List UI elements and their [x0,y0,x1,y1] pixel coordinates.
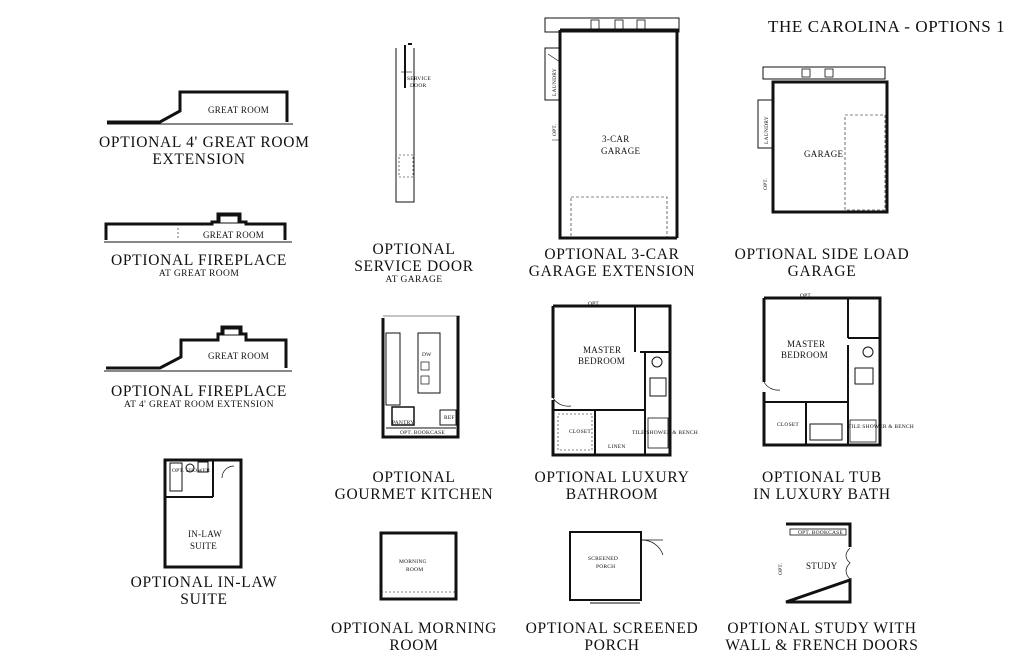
service-door-plan [395,43,415,203]
service-door-label-1: SERVICE [407,76,431,82]
lux-linen-label: LINEN [608,444,626,450]
screened-porch-plan [569,531,664,604]
service-door-label-2: DOOR [410,83,427,89]
tub-closet-label: CLOSET [777,422,799,428]
gourmet-kitchen-plan [381,315,460,439]
caption-tub-bath: OPTIONAL TUB IN LUXURY BATH [753,469,891,503]
side-load-label: GARAGE [804,149,844,159]
in-law-shower-label: OPT. SHOWER [172,468,210,474]
study-plan [785,522,852,604]
fireplace-ext-room-label: GREAT ROOM [208,351,269,361]
ref-label: REF [444,415,455,421]
morning-room-label-1: MORNING [399,559,427,565]
three-car-garage-plan [544,17,680,240]
morning-room-plan [379,531,458,601]
caption-luxury-bath: OPTIONAL LUXURY BATHROOM [534,469,690,503]
kitchen-bookcase-label: OPT. BOOKCASE [400,430,445,436]
fireplace-extension-plan [104,325,292,372]
great-room-extension-plan [107,90,293,125]
in-law-suite-plan [163,458,243,569]
caption-great-room-ext: OPTIONAL 4' GREAT ROOM EXTENSION [99,134,310,168]
study-label: STUDY [806,561,838,571]
tub-shower-label: TILE SHOWER & BENCH [848,424,914,430]
in-law-room-label-1: IN-LAW [188,529,222,539]
three-car-label-2: GARAGE [601,146,641,156]
fireplace-great-room-plan [104,212,292,243]
dw-label: DW [422,352,432,358]
fireplace-gr-room-label: GREAT ROOM [203,230,264,240]
lux-shower-label: TILE SHOWER & BENCH [632,430,698,436]
tub-bed-label-1: MASTER [787,339,825,349]
in-law-room-label-2: SUITE [190,541,217,551]
caption-screened-porch: OPTIONAL SCREENED PORCH [525,620,699,654]
porch-label-2: PORCH [596,564,615,570]
porch-label-1: SCREENED [588,556,618,562]
study-bookcase-label: OPT. BOOKCASE [798,530,843,536]
caption-gourmet-kitchen: OPTIONAL GOURMET KITCHEN [334,469,494,503]
tub-bed-label-2: BEDROOM [781,350,828,360]
side-load-opt-label: OPT. [763,177,769,190]
tub-opt-label: OPT. [800,293,813,299]
morning-room-label-2: ROOM [406,567,423,573]
caption-side-load: OPTIONAL SIDE LOAD GARAGE [734,246,910,280]
lux-bed-label-2: BEDROOM [578,356,625,366]
caption-service-door: OPTIONAL SERVICE DOOR AT GARAGE [354,241,474,285]
caption-fireplace-ext: OPTIONAL FIREPLACE AT 4' GREAT ROOM EXTE… [110,383,288,410]
lux-closet-label: CLOSET [569,429,591,435]
lux-opt-label: OPT. [588,301,601,307]
caption-study: OPTIONAL STUDY WITH WALL & FRENCH DOORS [725,620,919,654]
caption-three-car: OPTIONAL 3-CAR GARAGE EXTENSION [528,246,696,280]
three-car-label-1: 3-CAR [602,134,630,144]
lux-bed-label-1: MASTER [583,345,621,355]
great-room-ext-label: GREAT ROOM [208,105,269,115]
side-load-garage-plan [757,66,889,214]
tub-luxury-bath-plan [762,296,882,447]
study-opt-label: OPT. [778,562,784,575]
luxury-bathroom-plan [551,304,672,457]
three-car-opt-label: OPT. [552,123,558,136]
three-car-laundry-label: LAUNDRY [552,68,558,96]
page-title: THE CAROLINA - OPTIONS 1 [768,17,1006,36]
pantry-label: PANTRY [392,420,414,426]
caption-in-law: OPTIONAL IN-LAW SUITE [130,574,278,608]
caption-morning-room: OPTIONAL MORNING ROOM [330,620,498,654]
side-load-laundry-label: LAUNDRY [764,116,770,144]
caption-fireplace-gr: OPTIONAL FIREPLACE AT GREAT ROOM [110,252,288,279]
